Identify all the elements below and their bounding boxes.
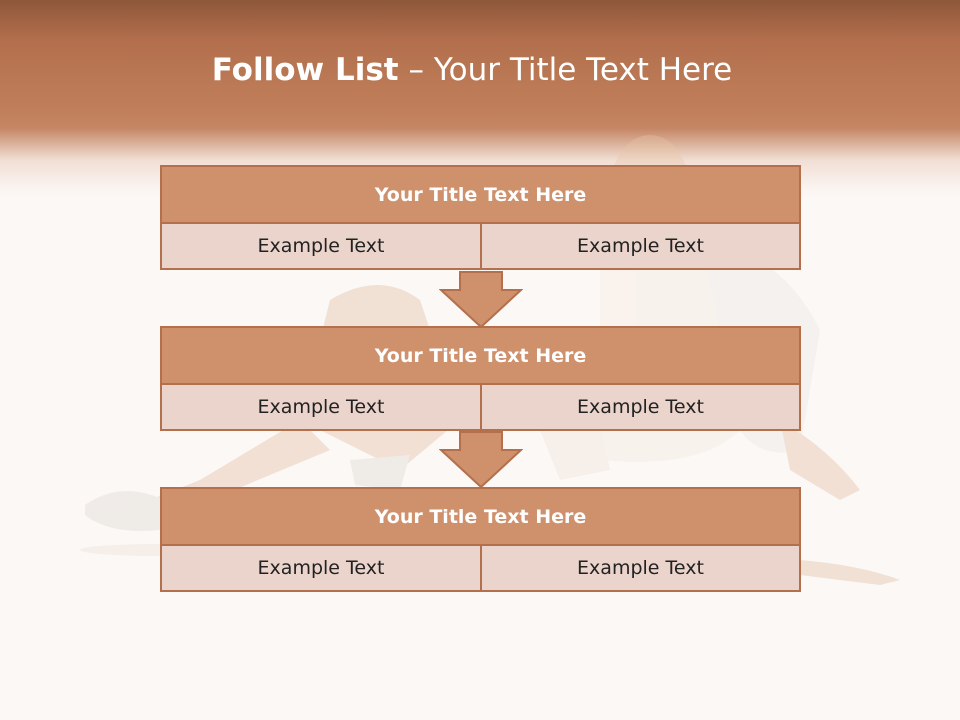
- step-cell-left: Example Text: [162, 385, 482, 429]
- step-title: Your Title Text Here: [162, 167, 799, 224]
- step-box-2: Your Title Text Here Example Text Exampl…: [160, 326, 801, 431]
- step-title: Your Title Text Here: [162, 489, 799, 546]
- slide-title-bold: Follow List: [211, 52, 399, 88]
- step-cell-right: Example Text: [482, 385, 799, 429]
- step-cell-right: Example Text: [482, 224, 799, 268]
- step-title: Your Title Text Here: [162, 328, 799, 385]
- step-cell-left: Example Text: [162, 546, 482, 590]
- down-arrow-2: [439, 431, 523, 489]
- slide-title: Follow List – Your Title Text Here: [0, 52, 944, 88]
- step-box-3: Your Title Text Here Example Text Exampl…: [160, 487, 801, 592]
- step-cell-right: Example Text: [482, 546, 799, 590]
- down-arrow-1: [439, 271, 523, 329]
- slide-title-rest: – Your Title Text Here: [398, 52, 733, 88]
- step-cell-left: Example Text: [162, 224, 482, 268]
- step-box-1: Your Title Text Here Example Text Exampl…: [160, 165, 801, 270]
